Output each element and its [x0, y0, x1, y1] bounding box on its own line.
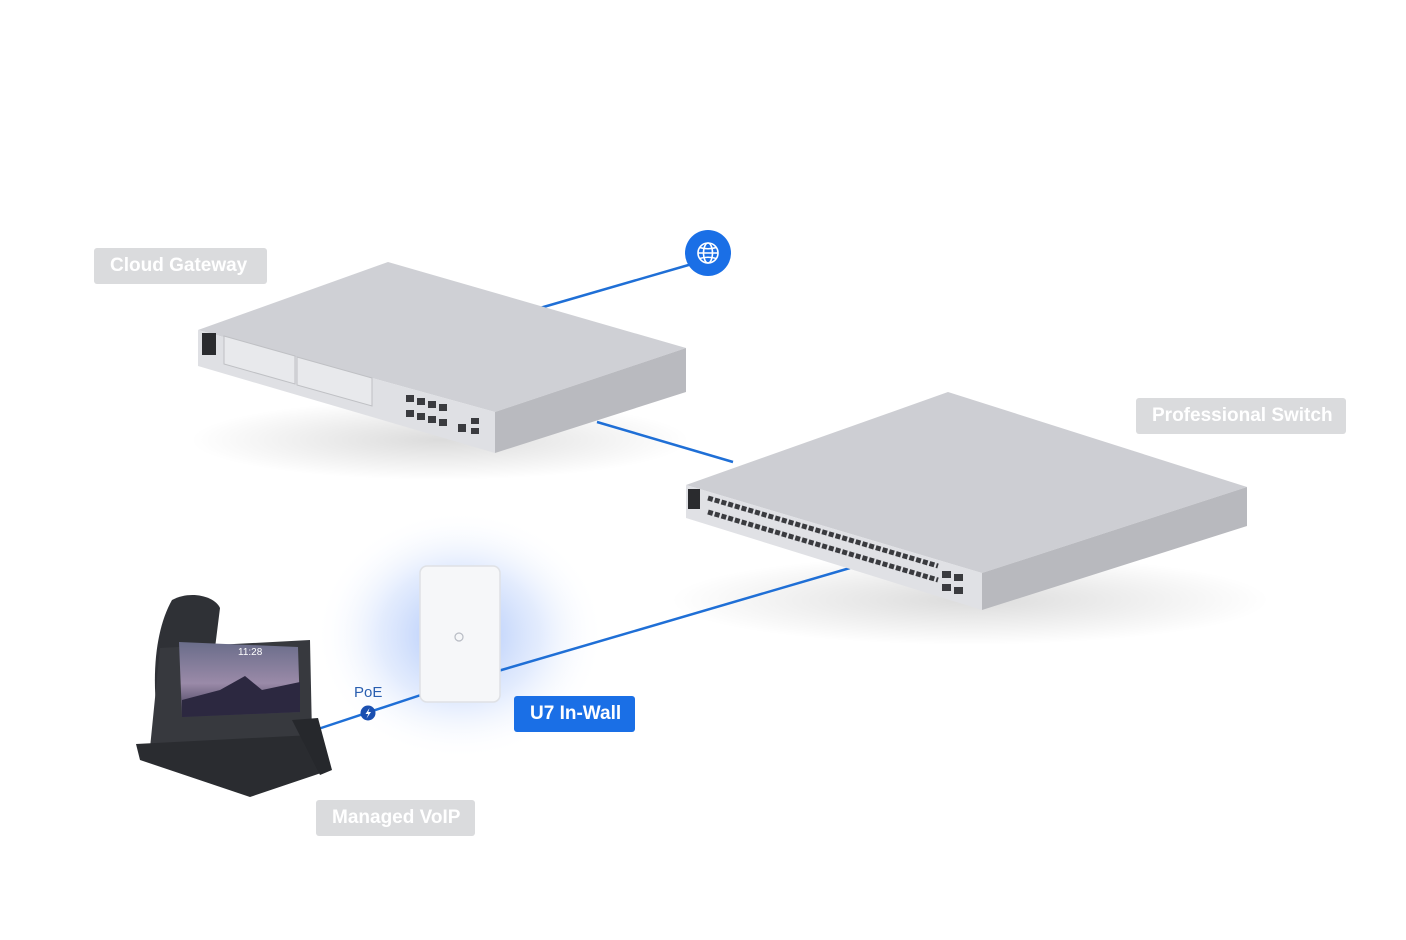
managed-voip-label: Managed VoIP	[316, 800, 475, 836]
cloud-gateway-device	[198, 262, 686, 453]
poe-marker	[360, 705, 376, 721]
professional-switch-label: Professional Switch	[1136, 398, 1346, 434]
cloud-gateway-label: Cloud Gateway	[94, 248, 267, 284]
professional-switch-device	[686, 392, 1247, 610]
internet-node	[685, 230, 731, 276]
link-internet-gateway	[539, 262, 693, 310]
u7-in-wall-label: U7 In-Wall	[514, 696, 635, 732]
bolt-icon	[365, 708, 371, 719]
phone-screen-time: 11:28	[238, 647, 263, 658]
link-switch-ap	[497, 566, 851, 673]
globe-icon	[697, 242, 719, 264]
link-gateway-switch	[596, 420, 734, 464]
access-point-device	[419, 565, 501, 703]
voip-phone-device: 11:28	[136, 594, 332, 797]
poe-label: PoE	[354, 684, 383, 701]
